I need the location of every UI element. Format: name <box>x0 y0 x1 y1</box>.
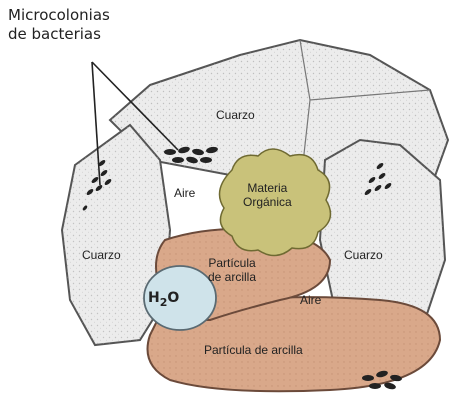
clay-label-upper: Partícula de arcilla <box>208 256 256 284</box>
microcolonies-caption: Microcolonias de bacterias <box>8 6 110 44</box>
quartz-label-top: Cuarzo <box>216 108 255 122</box>
air-label-upper: Aire <box>174 186 195 200</box>
clay-label-lower: Partícula de arcilla <box>204 343 303 357</box>
quartz-label-left: Cuarzo <box>82 248 121 262</box>
organic-matter-label: Materia Orgánica <box>243 181 292 209</box>
air-label-lower: Aire <box>300 293 321 307</box>
water-label: H2O <box>148 290 179 309</box>
quartz-label-right: Cuarzo <box>344 248 383 262</box>
